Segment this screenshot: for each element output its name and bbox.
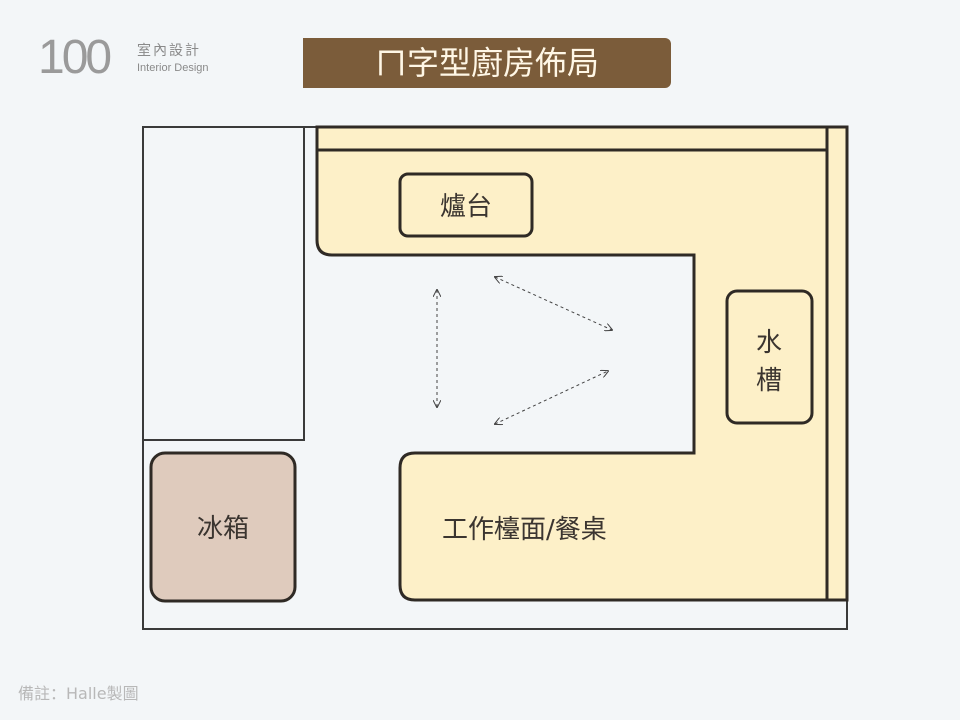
top-wall-strip (315, 125, 829, 152)
work-triangle-arrow (495, 371, 608, 424)
fridge-label: 冰箱 (197, 514, 249, 544)
logo-name-zh: 室內設計 (137, 43, 201, 59)
fridge (149, 451, 297, 603)
page-title: ㄇ字型廚房佈局 (303, 38, 671, 88)
sink-label-2: 槽 (756, 366, 782, 396)
stove (398, 172, 534, 238)
logo-name-en: Interior Design (137, 62, 209, 74)
u-shaped-counter (315, 148, 829, 602)
work-triangle-arrow (495, 277, 612, 330)
footnote: 備註：Halle製圖 (18, 684, 139, 703)
stove-label: 爐台 (440, 192, 492, 222)
sink-label-1: 水 (756, 328, 782, 358)
counter-label: 工作檯面/餐桌 (442, 515, 607, 545)
sink (725, 289, 814, 425)
logo-number: 100 (38, 31, 112, 84)
right-wall-strip (825, 125, 849, 602)
closet-outline (143, 127, 305, 441)
